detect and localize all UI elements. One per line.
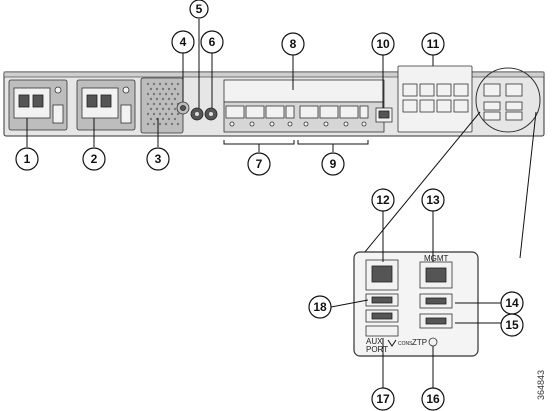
callout-4-number: 4 [180, 35, 187, 49]
mgmt-label: MGMT [424, 254, 449, 263]
callout-12: 12 [371, 188, 395, 212]
callout-15-number: 15 [505, 318, 519, 332]
callout-6-number: 6 [209, 35, 216, 49]
callout-2-number: 2 [91, 152, 98, 166]
zoom-usb-ports [365, 293, 399, 323]
callout-17: 17 [371, 387, 395, 411]
power-supply-2 [76, 79, 136, 131]
sfp-port-group-1 [225, 105, 295, 127]
leader-lines [26, 19, 501, 388]
sfp-port-group-2 [299, 105, 369, 127]
callout-3: 3 [146, 147, 170, 171]
zoom-console-rj45-port [365, 259, 399, 291]
single-rj45-port [375, 107, 393, 123]
callout-14: 14 [500, 291, 524, 315]
callout-6: 6 [200, 30, 224, 54]
callout-8-number: 8 [290, 37, 297, 51]
callout-18-number: 18 [313, 300, 327, 314]
callout-1: 1 [15, 147, 39, 171]
callout-10: 10 [371, 32, 395, 56]
zoom-ztp-button: ZTP [412, 337, 438, 347]
port-label: PORT [366, 345, 388, 354]
zoom-mgmt-port: MGMT [419, 254, 453, 289]
fan-tray [140, 77, 184, 134]
callout-10-number: 10 [376, 37, 390, 51]
callout-9: 9 [321, 152, 345, 176]
callout-17-number: 17 [376, 392, 390, 406]
callout-9-number: 9 [330, 157, 337, 171]
callout-7: 7 [247, 152, 271, 176]
callout-4: 4 [171, 30, 195, 54]
coax-connector-1 [190, 107, 204, 121]
callout-14-number: 14 [505, 296, 519, 310]
callout-1-number: 1 [24, 152, 31, 166]
coax-connector-2 [204, 107, 218, 121]
ztp-label: ZTP [412, 338, 427, 347]
callout-16-number: 16 [426, 392, 440, 406]
callout-11: 11 [421, 32, 445, 56]
zoomed-panel: MGMT AUX PORT CONS ZTP [353, 251, 479, 357]
power-supply-1 [8, 79, 68, 131]
cons-label: CONS [398, 341, 413, 347]
aux-label: AUX [366, 337, 383, 346]
callout-5: 5 [189, 0, 209, 19]
callout-12-number: 12 [376, 193, 390, 207]
callout-7-number: 7 [256, 157, 263, 171]
zoom-lines [359, 111, 537, 259]
callout-13: 13 [421, 188, 445, 212]
zoom-aux-port: AUX PORT CONS [365, 325, 413, 354]
alarm-port-block [397, 65, 473, 133]
zoom-usb-ports-right [419, 293, 453, 329]
callout-11-number: 11 [427, 37, 440, 51]
callout-16: 16 [421, 387, 445, 411]
callout-2: 2 [82, 147, 106, 171]
callout-15: 15 [500, 313, 524, 337]
figure-id: 364843 [536, 370, 546, 400]
callout-13-number: 13 [426, 193, 440, 207]
management-port-area [475, 67, 541, 133]
callout-3-number: 3 [155, 152, 162, 166]
callout-8: 8 [281, 32, 305, 56]
callout-18: 18 [308, 295, 332, 319]
callout-5-number: 5 [196, 2, 203, 16]
ground-screw [176, 101, 190, 115]
